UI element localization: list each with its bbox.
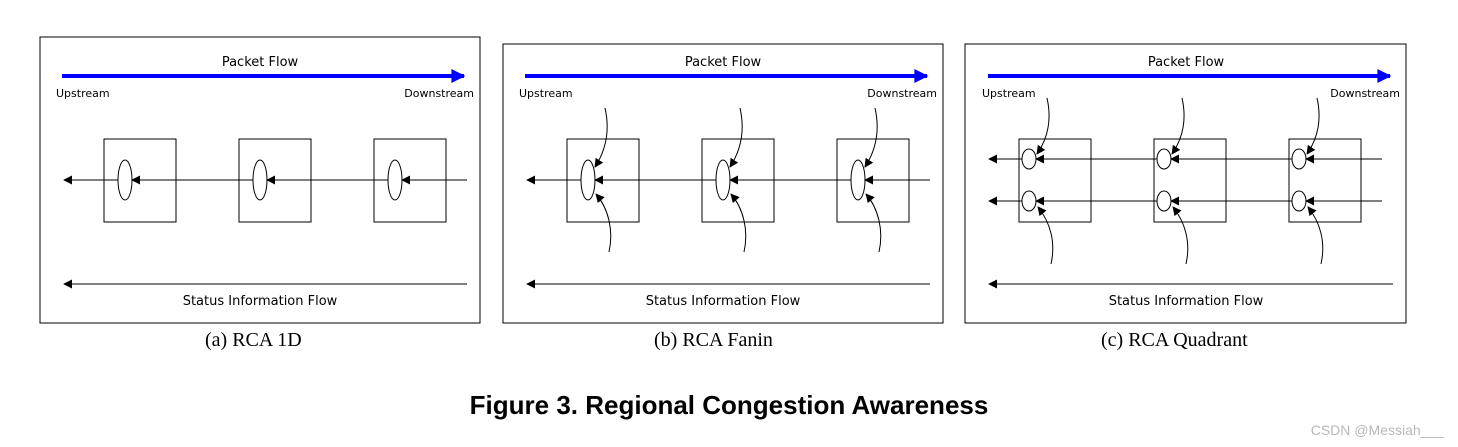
panel-rca-quadrant: Packet Flow Upstream Downstream [964,43,1407,324]
panel-rca-1d: Packet Flow Upstream Downstream Status I… [39,36,481,324]
fanin-arrow-top [729,107,743,168]
port-buffer [1291,148,1307,170]
router-diagram [526,107,930,253]
panel-frame [964,43,1407,324]
subfigure-caption-c: (c) RCA Quadrant [1101,329,1248,351]
port-buffer [117,159,133,201]
upstream-label: Upstream [56,87,110,100]
fanin-arrow-top [594,107,608,168]
port-buffer [850,159,866,201]
port-buffer [715,159,731,201]
watermark: CSDN @Messiah___ [1310,422,1444,438]
panel-frame [502,43,944,324]
port-buffer [387,159,403,201]
subfigure-caption-b: (b) RCA Fanin [654,329,773,351]
quadrant-arrow-top [1171,97,1185,155]
router-box [1018,138,1092,223]
router-diagram [988,97,1382,265]
quadrant-arrow-bottom [1307,206,1324,265]
upstream-label: Upstream [519,87,573,100]
quadrant-arrow-bottom [1037,206,1054,265]
port-buffer [580,159,596,201]
downstream-label: Downstream [867,87,937,100]
port-buffer [1156,190,1172,212]
fanin-arrow-bottom [730,193,747,253]
port-buffer [1021,190,1037,212]
status-flow-label: Status Information Flow [1109,294,1264,309]
packet-flow-label: Packet Flow [222,55,299,70]
port-buffer [252,159,268,201]
port-buffer [1291,190,1307,212]
port-buffer [1156,148,1172,170]
downstream-label: Downstream [1330,87,1400,100]
fanin-arrow-bottom [595,193,612,253]
panel-rca-fanin: Packet Flow Upstream Downstream Status I… [502,43,944,324]
packet-flow-label: Packet Flow [685,55,762,70]
subfigure-caption-a: (a) RCA 1D [205,329,302,351]
fanin-arrow-bottom [865,193,882,253]
downstream-label: Downstream [404,87,474,100]
status-flow-label: Status Information Flow [183,294,338,309]
status-flow-label: Status Information Flow [646,294,801,309]
figure-title: Figure 3. Regional Congestion Awareness [469,390,989,420]
router-box [1288,138,1362,223]
port-buffer [1021,148,1037,170]
quadrant-arrow-top [1036,97,1050,155]
upstream-label: Upstream [982,87,1036,100]
packet-flow-label: Packet Flow [1148,55,1225,70]
quadrant-arrow-bottom [1172,206,1189,265]
fanin-arrow-top [864,107,878,168]
panel-frame [39,36,481,324]
router-box [1153,138,1227,223]
quadrant-arrow-top [1306,97,1320,155]
router-diagram [63,138,467,223]
